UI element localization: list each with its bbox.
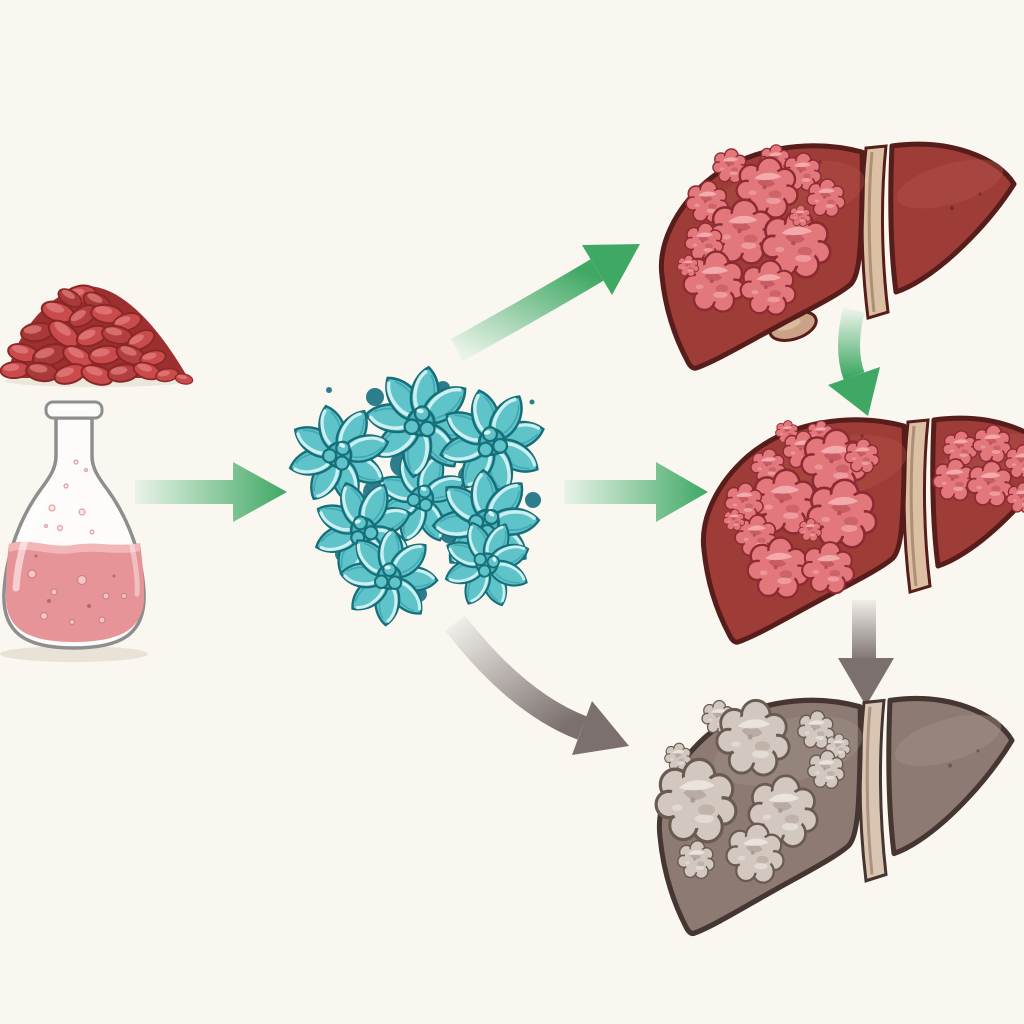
gray-necrotic-liver-illustration [654,690,1024,950]
arrow-compound-to-gray-liver-icon [445,615,629,755]
flask-rim [44,400,104,420]
teal-compound-cluster-illustration [283,350,587,634]
flask-shadow [0,646,148,662]
arrow-compound-to-top-liver-icon [450,244,640,361]
flask-glass-shine-right [129,543,140,597]
arrow-top-liver-to-middle-liver-icon [828,307,880,416]
arrow-middle-liver-to-gray-liver-icon [838,600,894,706]
flask-bubbles [27,554,128,626]
red-seed-pile-illustration [0,281,195,390]
erlenmeyer-flask-illustration [0,400,148,662]
arrow-compound-to-middle-liver-icon [564,462,708,522]
flower-units [270,360,561,629]
flask-liquid-surface [9,541,140,554]
flask-glass-shine [12,496,48,592]
flask-droplets [43,459,95,535]
arrow-flask-to-compound-icon [135,462,287,522]
flask-liquid [5,541,145,642]
seed-icons [0,281,195,390]
